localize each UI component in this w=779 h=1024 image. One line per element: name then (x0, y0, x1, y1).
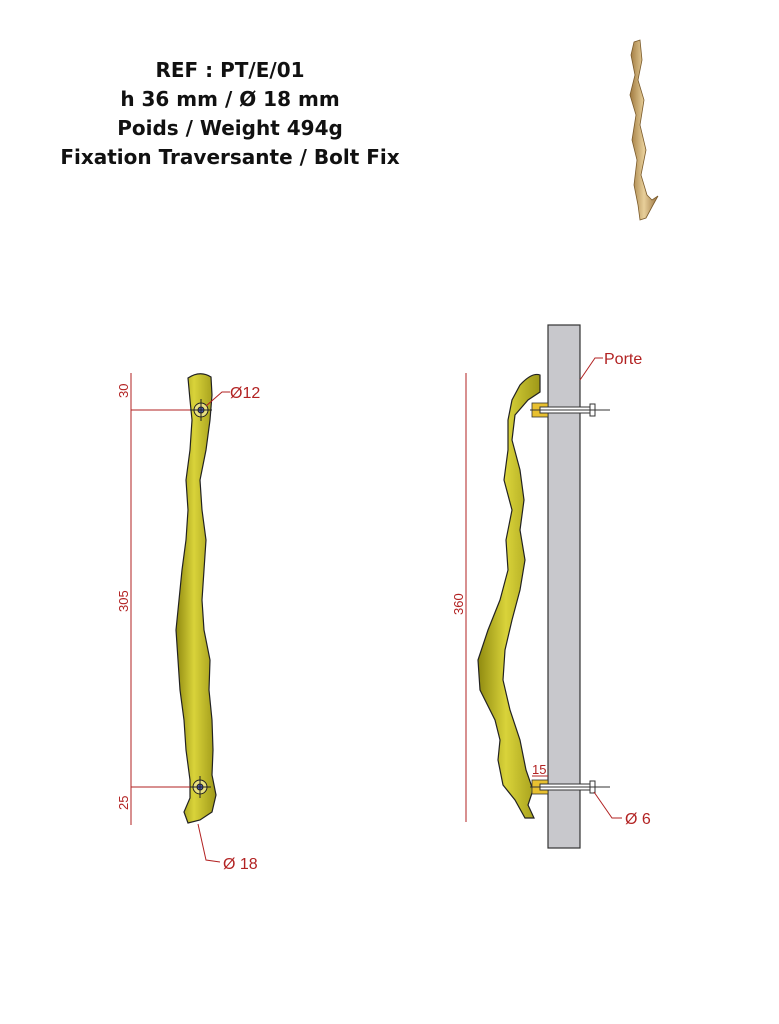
handle-front (175, 373, 217, 824)
dim-bottom: 25 (116, 796, 131, 810)
dimensions: h 36 mm / Ø 18 mm (120, 87, 340, 111)
hole-top (190, 399, 212, 421)
door-label: Porte (604, 351, 642, 368)
bolts (530, 403, 610, 794)
dimension-lines (130, 373, 230, 863)
spacer-label: 15 (532, 762, 546, 777)
dim-top: 30 (116, 384, 131, 398)
door (547, 324, 581, 849)
front-view: 30 305 25 Ø12 Ø 18 (116, 373, 260, 873)
hole-label: Ø12 (230, 385, 260, 402)
side-view: 360 Porte 15 Ø 6 (451, 324, 651, 849)
dim-total: 360 (451, 593, 466, 615)
weight: Poids / Weight 494g (117, 116, 343, 140)
diameter-label: Ø 18 (223, 856, 258, 873)
dim-middle: 305 (116, 590, 131, 612)
hole-bottom (189, 776, 211, 798)
bolt-label: Ø 6 (625, 811, 651, 828)
product-header: REF : PT/E/01 h 36 mm / Ø 18 mm Poids / … (40, 56, 420, 172)
fixing-type: Fixation Traversante / Bolt Fix (60, 145, 400, 169)
handle-side (477, 373, 541, 819)
reference: REF : PT/E/01 (155, 58, 305, 82)
product-photo (629, 39, 659, 221)
